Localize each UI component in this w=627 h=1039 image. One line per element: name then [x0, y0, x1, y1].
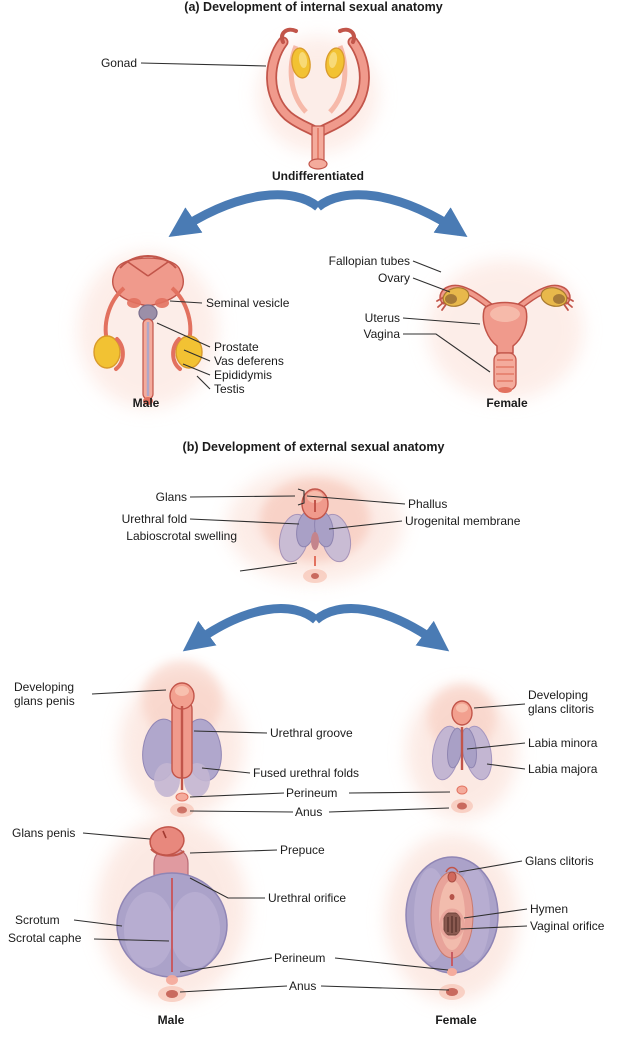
undifferentiated-external-illustration [227, 467, 403, 583]
label-vas-deferens: Vas deferens [214, 354, 284, 368]
label-urethral-orifice: Urethral orifice [268, 891, 347, 905]
label-glans-clitoris: Glans clitoris [525, 854, 594, 868]
caption-undifferentiated: Undifferentiated [271, 169, 364, 183]
label-epididymis: Epididymis [214, 368, 273, 382]
branch-arrow-external [182, 604, 450, 652]
caption-female-external: Female [435, 1013, 477, 1027]
label-developing-glans-penis: Developing glans penis [14, 680, 75, 709]
label-urogenital-membrane: Urogenital membrane [405, 514, 521, 528]
branch-arrow-internal [168, 190, 468, 238]
label-anus-bottom: Anus [289, 979, 317, 993]
label-vaginal-orifice: Vaginal orifice [530, 919, 605, 933]
label-testis: Testis [214, 382, 245, 396]
label-seminal-vesicle: Seminal vesicle [206, 296, 290, 310]
label-developing-glans-clitoris: Developing glans clitoris [528, 688, 595, 717]
label-prostate: Prostate [214, 340, 259, 354]
label-urethral-groove: Urethral groove [270, 726, 353, 740]
section-b-title: (b) Development of external sexual anato… [182, 440, 445, 454]
label-fallopian-tubes: Fallopian tubes [328, 254, 410, 268]
label-scrotal-raphe: Scrotal caphe [8, 931, 82, 945]
label-fused-urethral-folds: Fused urethral folds [253, 766, 360, 780]
mature-male-external-illustration [97, 818, 247, 1002]
section-a-title: (a) Development of internal sexual anato… [184, 0, 443, 14]
mature-female-external-illustration [386, 834, 518, 1002]
caption-female-internal: Female [486, 396, 528, 410]
caption-male-external: Male [157, 1013, 185, 1027]
developing-male-external-illustration [120, 660, 244, 817]
label-perineum-bottom: Perineum [274, 951, 326, 965]
label-uterus: Uterus [364, 311, 400, 325]
label-glans-penis: Glans penis [12, 826, 76, 840]
label-phallus: Phallus [408, 497, 448, 511]
label-vagina: Vagina [363, 327, 400, 341]
leader-lines [73, 62, 528, 993]
label-gonad: Gonad [100, 56, 137, 70]
male-internal-illustration [78, 252, 218, 408]
label-ovary: Ovary [377, 271, 410, 285]
label-perineum-mid: Perineum [286, 786, 338, 800]
label-scrotum: Scrotum [15, 913, 60, 927]
label-labioscrotal-swelling: Labioscrotal swelling [126, 529, 237, 543]
label-urethral-fold: Urethral fold [121, 512, 187, 526]
label-labia-majora: Labia majora [528, 762, 598, 776]
label-hymen: Hymen [530, 902, 569, 916]
female-internal-illustration [427, 260, 583, 400]
caption-male-internal: Male [132, 396, 160, 410]
label-labia-minora: Labia minora [528, 736, 598, 750]
undifferentiated-internal-illustration [258, 27, 378, 170]
label-anus-mid: Anus [295, 805, 323, 819]
developing-female-external-illustration [407, 684, 517, 818]
label-glans: Glans [155, 490, 187, 504]
label-prepuce: Prepuce [280, 843, 325, 857]
